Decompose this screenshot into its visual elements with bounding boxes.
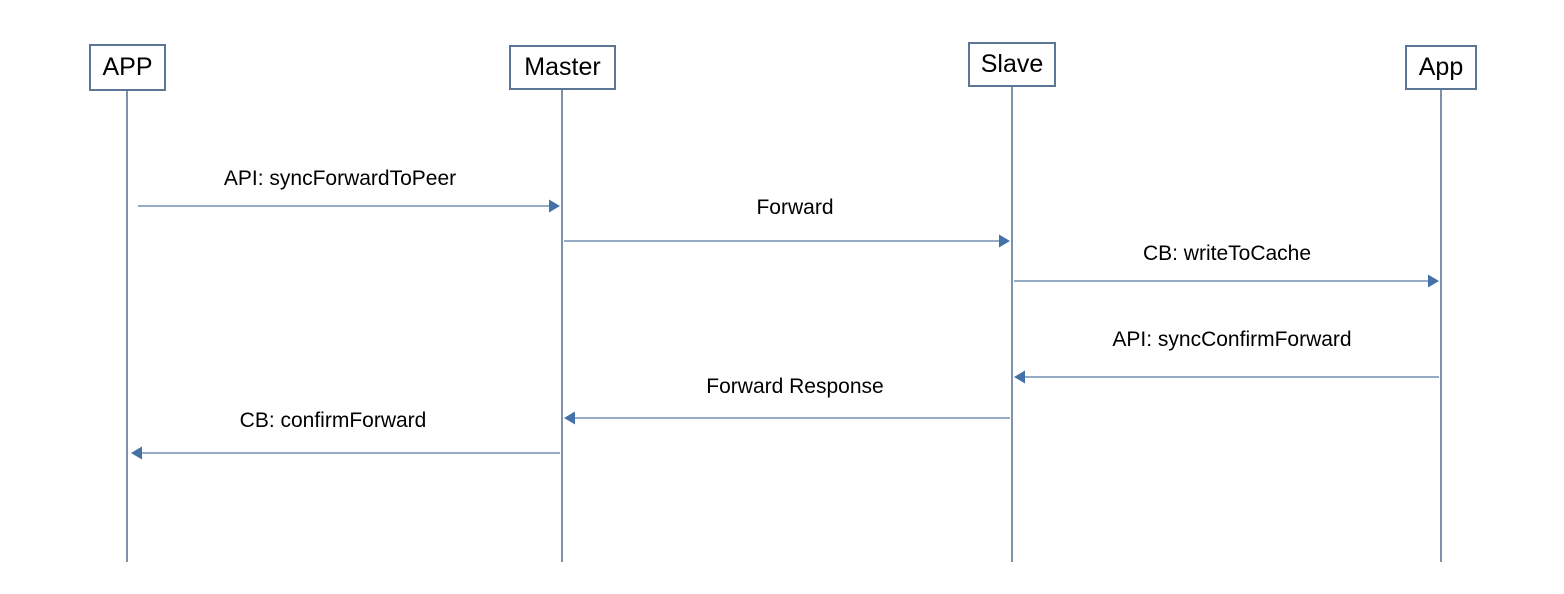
message-label-m1: API: syncForwardToPeer <box>223 167 457 190</box>
message-label-m3: CB: writeToCache <box>1142 242 1312 265</box>
participant-box-app-right[interactable]: App <box>1405 45 1477 90</box>
message-label-m5: Forward Response <box>706 375 884 398</box>
participant-label-app-left: APP <box>102 53 153 81</box>
arrowhead-m4 <box>1014 370 1025 384</box>
participant-box-app-left[interactable]: APP <box>89 44 166 91</box>
participant-label-master: Master <box>524 53 601 81</box>
messages-group <box>131 199 1439 460</box>
message-label-m2: Forward <box>756 196 834 219</box>
participant-label-slave: Slave <box>980 50 1044 78</box>
message-label-m4: API: syncConfirmForward <box>1112 328 1352 351</box>
lifelines-group <box>126 87 1442 562</box>
arrowhead-m5 <box>564 411 575 425</box>
participant-box-slave[interactable]: Slave <box>968 42 1056 87</box>
arrowhead-m3 <box>1428 274 1439 288</box>
arrowhead-m2 <box>999 234 1010 248</box>
arrowhead-m6 <box>131 446 142 460</box>
message-label-m6: CB: confirmForward <box>239 409 427 432</box>
participant-box-master[interactable]: Master <box>509 45 616 90</box>
participant-label-app-right: App <box>1418 53 1464 81</box>
arrowhead-m1 <box>549 199 560 213</box>
